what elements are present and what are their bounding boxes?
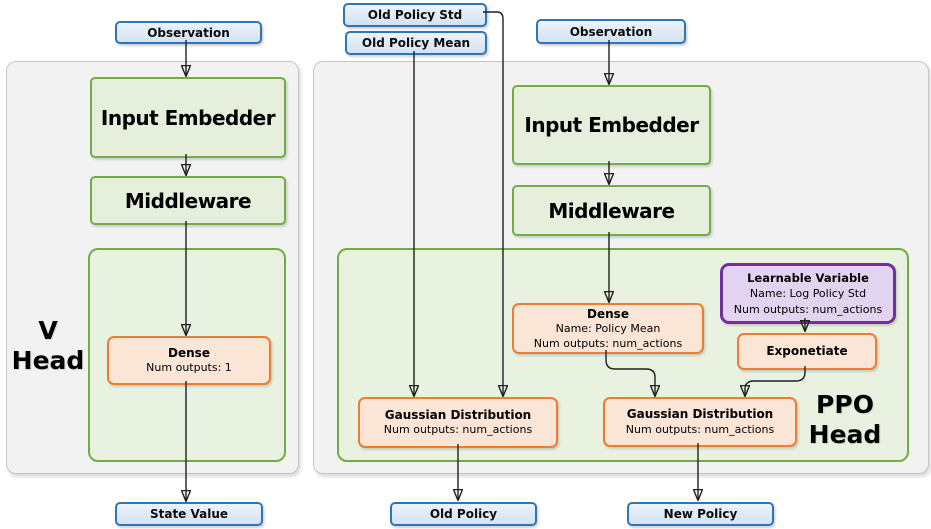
old-policy-terminal: Old Policy (390, 502, 537, 526)
gaussian-old-outputs: Num outputs: num_actions (383, 423, 533, 437)
ppo-head-label-line1: PPO (816, 390, 874, 419)
v-input-embedder-label: Input Embedder (100, 105, 276, 130)
learnable-variable-title: Learnable Variable (747, 271, 869, 286)
ppo-middleware-label: Middleware (548, 198, 675, 223)
old-policy-mean-terminal: Old Policy Mean (345, 31, 487, 55)
v-head-label-line1: V (38, 316, 58, 345)
gaussian-distribution-new-box: Gaussian Distribution Num outputs: num_a… (603, 397, 797, 447)
ppo-head-label-line2: Head (808, 419, 882, 449)
state-value-label: State Value (149, 507, 229, 521)
learnable-variable-name: Name: Log Policy Std (749, 287, 867, 301)
observation-left-label: Observation (147, 25, 230, 40)
state-value-terminal: State Value (115, 502, 263, 526)
new-policy-terminal: New Policy (627, 502, 774, 526)
gaussian-old-title: Gaussian Distribution (384, 407, 532, 422)
old-policy-std-terminal: Old Policy Std (343, 3, 487, 27)
observation-left-terminal: Observation (115, 21, 262, 44)
old-policy-std-label: Old Policy Std (367, 8, 463, 22)
ppo-input-embedder-label: Input Embedder (524, 113, 699, 137)
ppo-dense-outputs: Num outputs: num_actions (533, 336, 683, 350)
v-dense-outputs: Num outputs: 1 (146, 361, 232, 375)
v-input-embedder-box: Input Embedder (90, 77, 286, 158)
ppo-input-embedder-box: Input Embedder (512, 85, 711, 165)
v-middleware-box: Middleware (90, 176, 286, 225)
ppo-dense-name: Name: Policy Mean (555, 321, 661, 335)
old-policy-mean-label: Old Policy Mean (361, 36, 471, 50)
observation-right-terminal: Observation (536, 19, 686, 44)
new-policy-label: New Policy (663, 507, 738, 521)
ppo-head-label: PPO Head (799, 390, 891, 449)
v-dense-box: Dense Num outputs: 1 (107, 336, 271, 385)
exponetiate-box: Exponetiate (737, 333, 877, 370)
v-middleware-label: Middleware (124, 188, 252, 213)
gaussian-new-outputs: Num outputs: num_actions (625, 422, 775, 436)
ppo-middleware-box: Middleware (512, 185, 711, 236)
v-head-label: V Head (8, 316, 88, 375)
v-head-label-line2: Head (11, 345, 85, 375)
ppo-dense-policy-mean-box: Dense Name: Policy Mean Num outputs: num… (512, 303, 704, 354)
learnable-variable-box: Learnable Variable Name: Log Policy Std … (720, 263, 896, 324)
observation-right-label: Observation (569, 24, 653, 39)
v-dense-title: Dense (168, 345, 210, 360)
old-policy-label: Old Policy (429, 507, 498, 521)
learnable-variable-outputs: Num outputs: num_actions (733, 302, 883, 316)
ppo-dense-title: Dense (587, 306, 629, 321)
gaussian-distribution-old-box: Gaussian Distribution Num outputs: num_a… (358, 397, 558, 448)
exponetiate-label: Exponetiate (766, 344, 848, 359)
gaussian-new-title: Gaussian Distribution (626, 407, 774, 422)
